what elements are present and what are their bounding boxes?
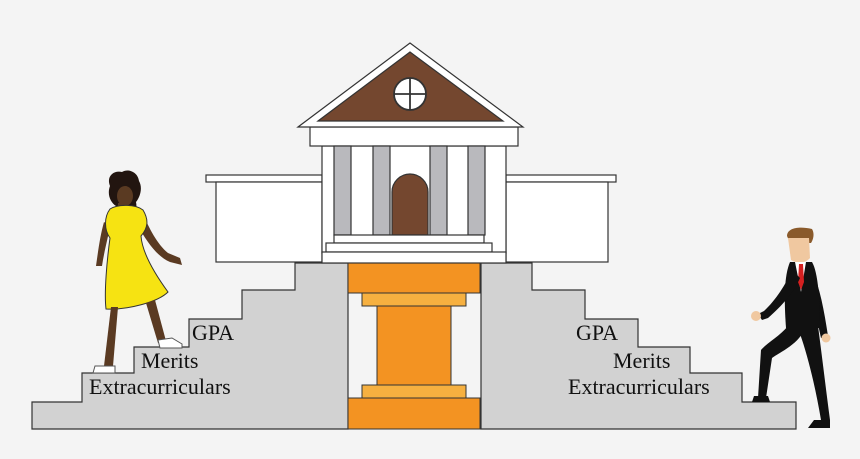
man-climbing-figure <box>751 227 831 428</box>
left-staircase: GPA Merits Extracurriculars <box>31 262 349 430</box>
right-step-label-merits: Merits <box>613 348 670 373</box>
column <box>333 145 352 236</box>
university-building-icon <box>205 42 617 264</box>
column <box>429 145 448 236</box>
right-step-label-gpa: GPA <box>576 320 618 345</box>
left-step-label-gpa: GPA <box>192 320 234 345</box>
column <box>372 145 391 236</box>
door <box>391 173 429 236</box>
right-staircase: GPA Merits Extracurriculars <box>480 262 797 430</box>
column <box>467 145 486 236</box>
pedestal-column <box>347 262 481 430</box>
left-step-label-extracurriculars: Extracurriculars <box>89 374 231 399</box>
woman-climbing-figure <box>92 170 183 374</box>
left-step-label-merits: Merits <box>141 348 198 373</box>
right-step-label-extracurriculars: Extracurriculars <box>568 374 710 399</box>
